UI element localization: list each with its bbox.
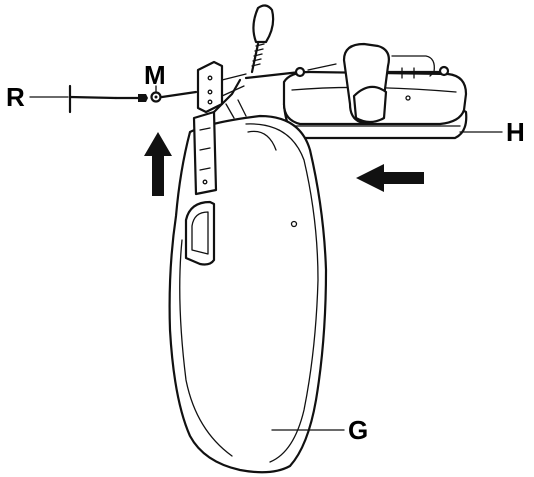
label-h: H [506,117,525,147]
left-arrow [356,164,424,192]
up-arrow [144,132,172,196]
label-g: G [348,415,368,445]
mounting-bracket [192,4,275,196]
label-r: R [6,82,25,112]
screw-shaft [68,95,118,100]
backrest-cushion [168,114,328,474]
label-m: M [144,60,166,90]
seat-cushion [244,42,468,140]
screw-assembly [68,84,198,114]
washer [138,94,148,102]
